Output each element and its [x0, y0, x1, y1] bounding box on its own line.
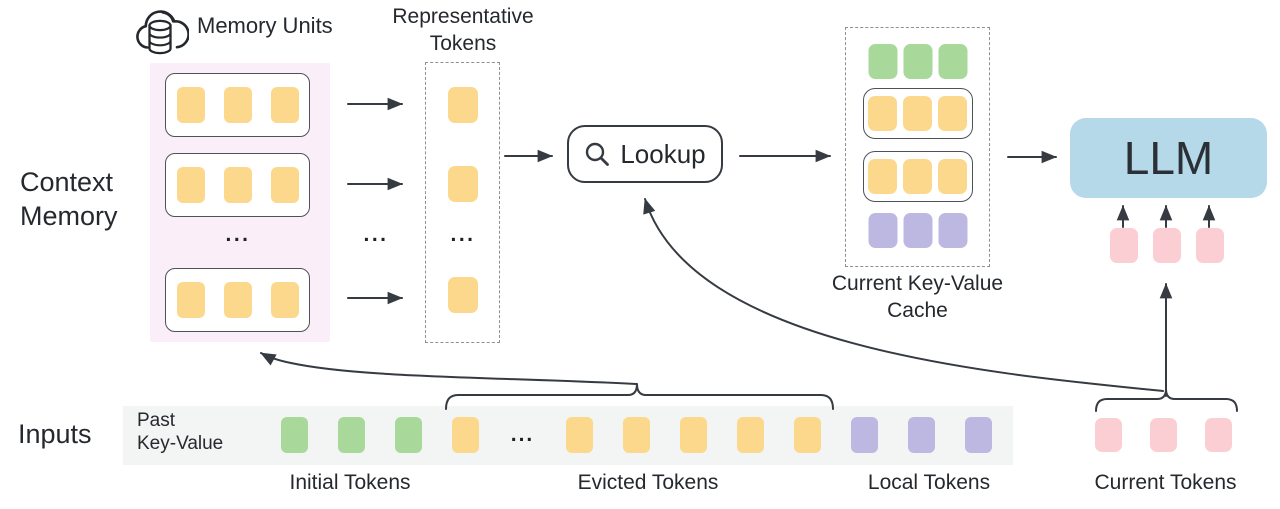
pink-token [1110, 228, 1138, 263]
yellow-token [271, 87, 299, 123]
current-tokens-group [1095, 418, 1232, 452]
yellow-token [623, 417, 650, 453]
search-icon [584, 141, 611, 168]
green-token [938, 44, 967, 79]
purple-token [938, 213, 967, 248]
yellow-token [448, 87, 478, 123]
representative-tokens-label-line1: Representative [392, 5, 534, 28]
cache-row-initial [868, 44, 967, 79]
cache-memory-unit-1 [862, 88, 973, 139]
past-kv-label-line2: Key-Value [137, 433, 224, 454]
between-columns-ellipsis: ... [363, 223, 389, 246]
inputs-label: Inputs [18, 419, 92, 449]
yellow-token [680, 417, 707, 453]
context-memory-label-line2: Memory [20, 201, 118, 231]
pink-token [1153, 228, 1181, 263]
yellow-token [868, 96, 897, 131]
past-kv-label-line1: Past [137, 410, 176, 431]
context-memory-label-line1: Context [20, 167, 114, 197]
yellow-token [271, 282, 299, 318]
yellow-token [868, 159, 897, 194]
yellow-token [452, 417, 479, 453]
memory-unit-2 [165, 153, 310, 217]
green-token [903, 44, 932, 79]
current-kv-cache-box [845, 27, 990, 267]
representative-token-3 [448, 277, 478, 313]
yellow-token [224, 282, 252, 318]
pink-token [1205, 418, 1232, 452]
pink-token [1095, 418, 1122, 452]
memory-units-label: Memory Units [197, 13, 333, 38]
current-kv-cache-label-line1: Current Key-Value [831, 272, 1004, 295]
memory-unit-1 [165, 73, 310, 137]
yellow-token [177, 282, 205, 318]
brace-current-tokens [1095, 388, 1238, 412]
lookup-label: Lookup [620, 138, 706, 169]
curve-evicted-to-context-memory [260, 352, 638, 385]
yellow-token [177, 87, 205, 123]
purple-token [851, 417, 878, 453]
yellow-token [566, 417, 593, 453]
yellow-token [448, 277, 478, 313]
cache-memory-unit-2 [862, 151, 973, 202]
yellow-token [737, 417, 764, 453]
yellow-token [224, 87, 252, 123]
initial-tokens-label: Initial Tokens [289, 471, 411, 494]
llm-input-tokens [1110, 228, 1224, 263]
evicted-tokens-label: Evicted Tokens [577, 471, 719, 494]
yellow-token [938, 159, 967, 194]
pink-token [1196, 228, 1224, 263]
tokens-ellipsis: ... [510, 423, 535, 446]
past-kv-tokens: ... [281, 417, 992, 453]
yellow-token [938, 96, 967, 131]
yellow-token [448, 166, 478, 202]
purple-token [965, 417, 992, 453]
green-token [281, 417, 308, 453]
lookup-box: Lookup [567, 125, 723, 183]
yellow-token [177, 167, 205, 203]
green-token [338, 417, 365, 453]
representative-ellipsis: ... [450, 223, 476, 246]
current-kv-cache-label: Current Key-Value Cache [820, 270, 1015, 324]
yellow-token [903, 159, 932, 194]
representative-tokens-label: Representative Tokens [385, 3, 541, 57]
memory-units-ellipsis: ... [225, 223, 251, 246]
purple-token [903, 213, 932, 248]
yellow-token [794, 417, 821, 453]
pink-token [1150, 418, 1177, 452]
current-kv-cache-label-line2: Cache [887, 299, 948, 322]
cache-row-local [868, 213, 967, 248]
green-token [395, 417, 422, 453]
memory-cloud-icon [131, 2, 190, 63]
green-token [868, 44, 897, 79]
representative-token-2 [448, 166, 478, 202]
purple-token [868, 213, 897, 248]
representative-tokens-label-line2: Tokens [429, 32, 497, 55]
representative-token-1 [448, 87, 478, 123]
yellow-token [903, 96, 932, 131]
representative-tokens-box [425, 62, 500, 343]
yellow-token [271, 167, 299, 203]
llm-label: LLM [1123, 132, 1214, 184]
memory-unit-3 [165, 268, 310, 332]
context-memory-label: Context Memory [20, 165, 118, 233]
past-kv-label: Past Key-Value [137, 409, 223, 455]
purple-token [908, 417, 935, 453]
current-tokens-label: Current Tokens [1094, 471, 1237, 494]
llm-box: LLM [1070, 118, 1267, 198]
yellow-token [224, 167, 252, 203]
local-tokens-label: Local Tokens [867, 471, 991, 494]
